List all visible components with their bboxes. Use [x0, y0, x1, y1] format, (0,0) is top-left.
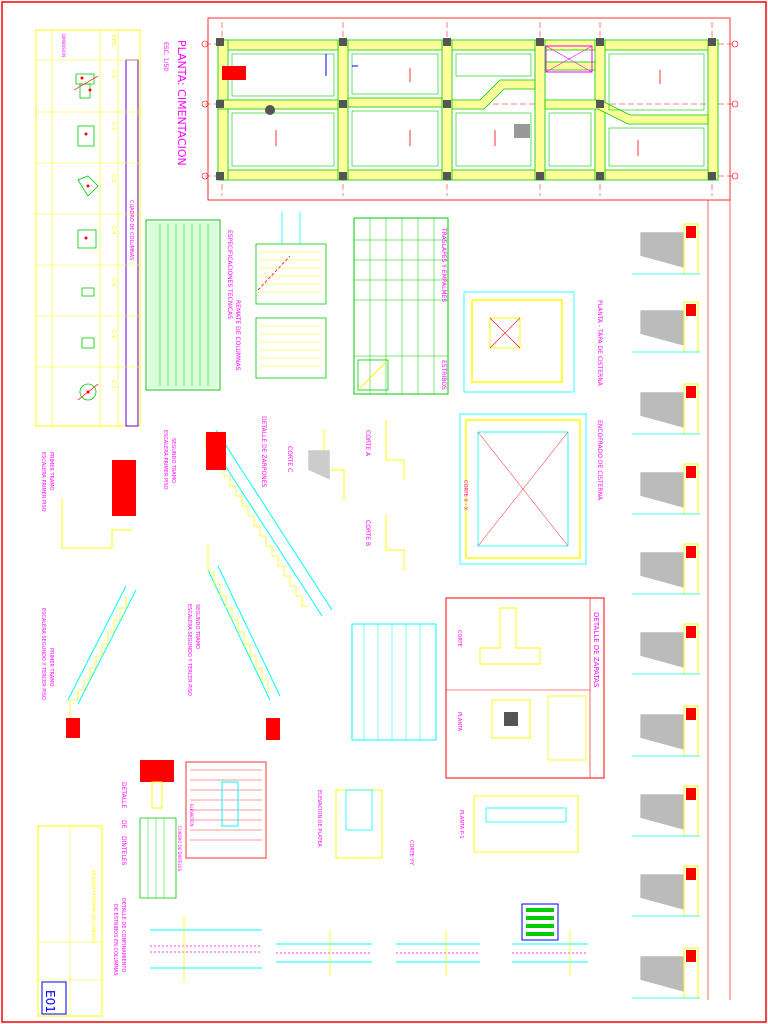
wall-section-detail: [631, 705, 700, 759]
estribos-title-2: DE ESTRIBOS EN COLUMNAS: [112, 904, 118, 976]
column-type-label: C-2: [110, 122, 116, 130]
columns-table: CUADRO DE COLUMNAS TIPO DIMENSION C-1C-2…: [35, 29, 141, 427]
column-type-label: C-7: [110, 380, 116, 388]
dinteles-title-1: DETALLE: [120, 782, 127, 808]
zapatas-title: DETALLE DE ZAPATAS: [592, 612, 600, 688]
column-type-label: C-5: [110, 278, 116, 286]
corte-c-label: CORTE C: [286, 446, 293, 472]
corte-a-label: CORTE A: [364, 430, 371, 457]
column-type-label: C-4: [110, 226, 116, 234]
main-scale: ESC. 1/50: [162, 42, 169, 71]
cisterna-encofrado-title: ENCOFRADO DE CISTERNA: [596, 420, 603, 501]
wall-section-detail: [631, 947, 700, 1001]
cisterna-corte-xx: CORTE X - X: [462, 480, 468, 511]
wall-section-detail: [631, 223, 700, 277]
dinteles-detail: DETALLE DE DINTELES CUADRO DE DINTELES E…: [120, 760, 267, 899]
traslapes-title: TRASLAPES Y EMPALMES: [440, 227, 447, 302]
columns-table-header-tipo: TIPO: [110, 33, 116, 46]
wall-section-detail: [631, 301, 700, 355]
stair2-line1: SEGUNDO TRAMO: [170, 438, 176, 483]
column-type-label: C-1: [110, 70, 116, 78]
column-type-label: C-6: [110, 330, 116, 338]
corte-b-label: CORTE B: [364, 520, 371, 546]
estribos-label: ESTRIBOS: [440, 360, 447, 390]
traslapes-table: TRASLAPES Y EMPALMES ESTRIBOS: [353, 217, 449, 395]
stair1-line2: ESCALERA PRIMER PISO: [40, 452, 46, 512]
wall-section-detail: [631, 543, 700, 597]
cyan-notes-table: [351, 623, 437, 741]
especificaciones-block: ESPECIFICACIONES TECNICAS: [145, 219, 233, 391]
detalle-zarpones-title: DETALLE DE ZARPONES: [260, 416, 267, 487]
zapatas-planta: PLANTA: [456, 712, 462, 732]
stairs-details: PRIMER TRAMO ESCALERA PRIMER PISO SEGUND…: [40, 429, 333, 740]
main-title: PLANTA: CIMENTACION: [175, 40, 188, 166]
platea-elevacion: ELEVACION DE PLATEA: [316, 790, 322, 848]
remate-columnas: REMATE DE COLUMNAS: [234, 212, 327, 379]
cisterna-details: PLANTA - TAPA DE CISTERNA ENCOFRADO DE C…: [459, 291, 603, 565]
dinteles-title-2: DE: [120, 820, 127, 829]
wall-section-detail: [631, 865, 700, 919]
zapatas-corte: CORTE: [456, 630, 462, 647]
columns-table-header-dim: DIMENSION: [61, 34, 66, 57]
stair4-line1: SEGUNDO TRAMO: [194, 604, 200, 649]
title-block-project: VIVIENDA MULTIFAMILIAR COMERCIO: [91, 870, 96, 943]
platea-detail: ELEVACION DE PLATEA PLANTA P-1 CORTE Y-Y: [316, 789, 579, 866]
wall-section-detail: [631, 383, 700, 437]
especificaciones-title: ESPECIFICACIONES TECNICAS: [226, 230, 233, 319]
remate-title: REMATE DE COLUMNAS: [234, 300, 241, 371]
stair3-line1: PRIMER TRAMO: [48, 648, 54, 687]
stair2-line2: ESCALERA PRIMER PISO: [162, 430, 168, 490]
estribos-title-1: DETALLE DE CONFINAMIENTO: [120, 898, 126, 972]
dinteles-elevacion: ELEVACION: [189, 804, 194, 827]
zapatas-detail: DETALLE DE ZAPATAS CORTE PLANTA: [445, 597, 605, 779]
foundation-plan: [201, 17, 739, 201]
stair1-line1: PRIMER TRAMO: [48, 452, 54, 491]
stair4-line2: ESCALERA SEGUNDO Y TERCER PISO: [186, 604, 192, 696]
column-type-label: C-3: [110, 174, 116, 182]
platea-corte: CORTE Y-Y: [408, 840, 414, 866]
cisterna-planta-title: PLANTA - TAPA DE CISTERNA: [596, 300, 603, 387]
zarpas-details: CORTE C DETALLE DE ZARPONES CORTE A CORT…: [260, 416, 405, 570]
stair3-line2: ESCALERA SEGUNDO Y TERCER PISO: [40, 608, 46, 700]
dinteles-title-3: DINTELES: [120, 836, 127, 865]
wall-section-detail: [631, 623, 700, 677]
title-block: E01 VIVIENDA MULTIFAMILIAR COMERCIO: [37, 825, 103, 1017]
estribos-columnas-detail: DETALLE DE CONFINAMIENTO DE ESTRIBOS EN …: [112, 898, 588, 982]
wall-section-detail: [631, 785, 700, 839]
platea-planta: PLANTA P-1: [458, 810, 464, 839]
wall-sections-column: [631, 200, 731, 1001]
wall-section-detail: [631, 463, 700, 517]
sheet-code: E01: [43, 990, 57, 1013]
dinteles-cuadro: CUADRO DE DINTELES: [177, 826, 182, 872]
columns-table-title: CUADRO DE COLUMNAS: [128, 200, 134, 260]
